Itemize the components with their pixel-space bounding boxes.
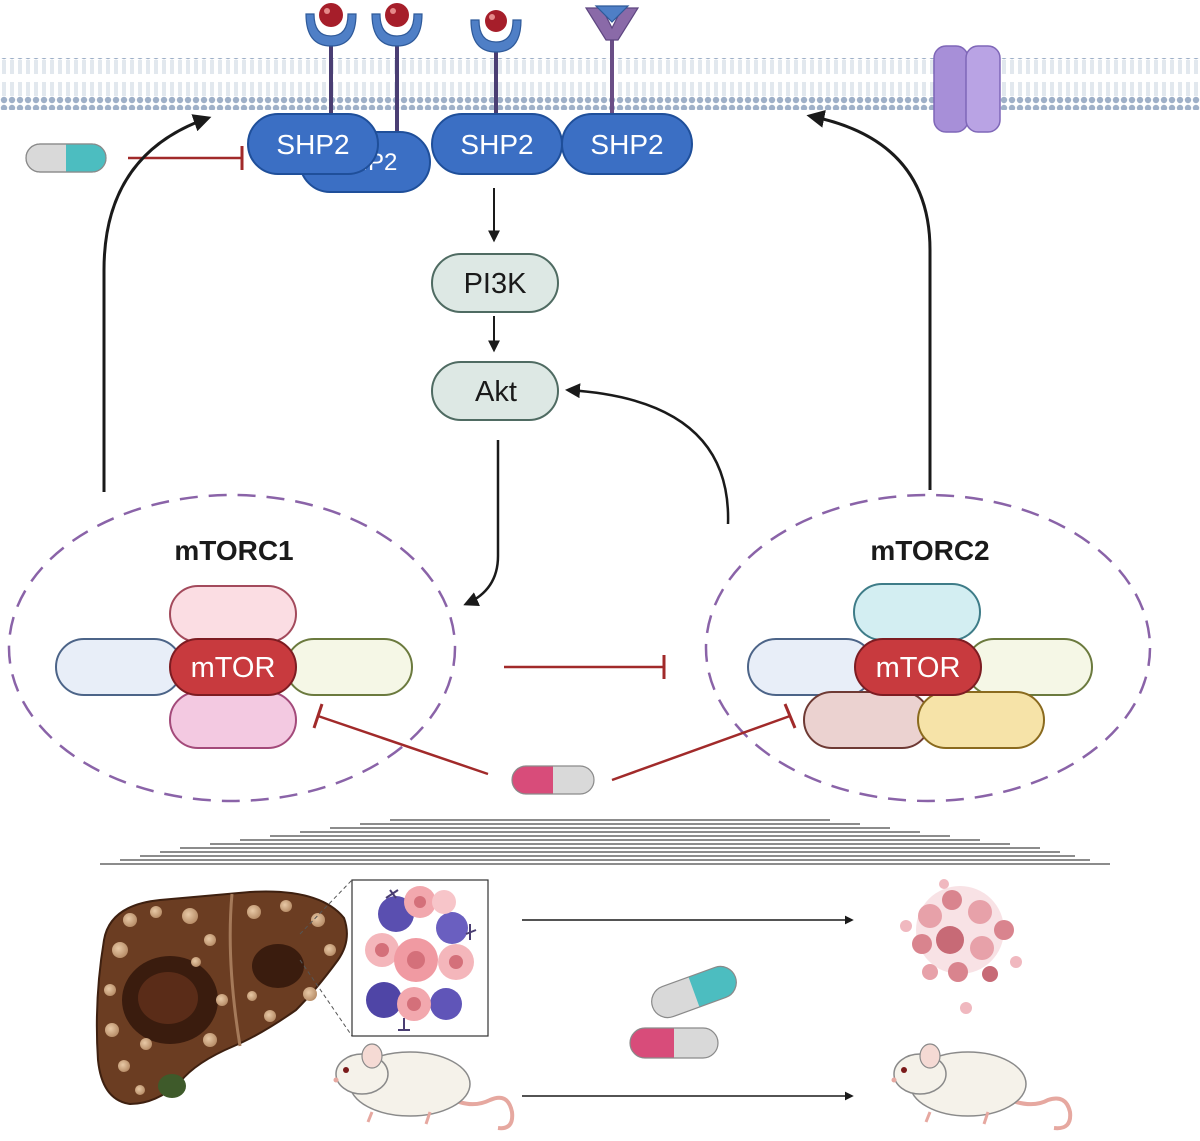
mtorc2-complex: mTORC2 mTOR (704, 493, 1152, 803)
ligand-icon (594, 5, 630, 23)
ligand-icon (319, 3, 343, 27)
shp2-label: SHP2 (276, 129, 349, 160)
zoom-lines (299, 879, 353, 1037)
ion-channel-icon (933, 45, 1001, 133)
drug-inhibits-mtorc2-line (611, 703, 797, 782)
shp2-inhibition-line (128, 146, 244, 170)
tumor-cluster-icon (351, 879, 489, 1037)
shp2-protein-1: SHP2 (247, 113, 379, 175)
capsule-icon (629, 1027, 719, 1059)
liver-icon (95, 890, 348, 1106)
drug-inhibits-mtorc1-line (312, 703, 489, 776)
shp2-label: SHP2 (460, 129, 533, 160)
capsule-icon (511, 765, 595, 795)
mouse-icon (333, 1043, 515, 1131)
shp2-protein-3: SHP2 (431, 113, 563, 175)
capsule-icon (651, 965, 737, 1019)
receptor-icon (371, 13, 423, 132)
mtorc1-core-label: mTOR (191, 652, 276, 684)
mtorc2-core-label: mTOR (876, 652, 961, 684)
mouse-icon (891, 1043, 1073, 1131)
mtorc1-feedback-arrow (102, 114, 212, 492)
mtorc1-complex: mTORC1 mTOR (7, 493, 457, 803)
ligand-icon (485, 10, 507, 32)
mtorc1-title: mTORC1 (174, 535, 293, 566)
tumor-debris-icon (900, 879, 1022, 1014)
pi3k-label: PI3K (464, 268, 528, 300)
ligand-icon (385, 3, 409, 27)
shp2-protein-4: SHP2 (561, 113, 693, 175)
mtorc2-to-akt-arrow (565, 383, 730, 525)
mtorc2-title: mTORC2 (870, 535, 989, 566)
receptor-icon (305, 13, 357, 122)
akt-node: Akt (431, 361, 559, 421)
cell-membrane (0, 58, 1200, 110)
akt-to-mtorc1-arrow (463, 440, 500, 607)
akt-label: Akt (475, 376, 517, 408)
pi3k-node: PI3K (431, 253, 559, 313)
mtorc2-feedback-arrow (806, 110, 932, 490)
shp2-label: SHP2 (590, 129, 663, 160)
capsule-icon (25, 143, 107, 173)
mtorc1-inhibits-mtorc2-line (504, 655, 666, 679)
separator-fan (100, 819, 1110, 865)
receptor-icon (470, 19, 522, 122)
